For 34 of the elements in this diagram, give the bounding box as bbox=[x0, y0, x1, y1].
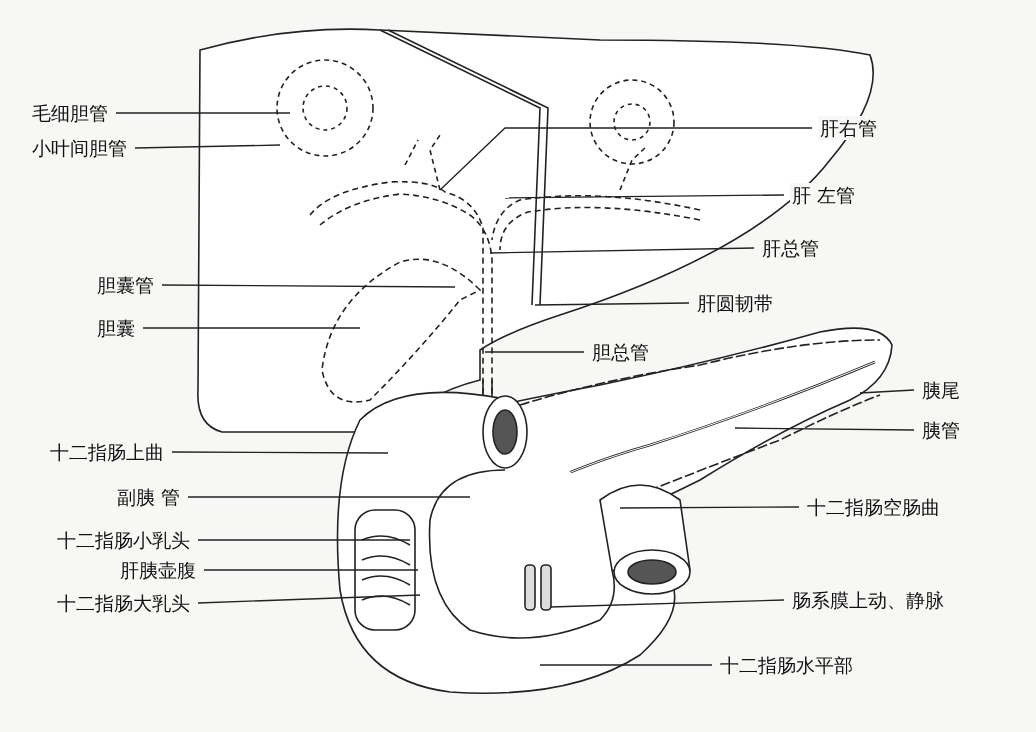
leader-line bbox=[142, 327, 361, 329]
part-label: 毛细胆管 bbox=[30, 101, 110, 125]
leader-line bbox=[134, 144, 281, 149]
leader-line bbox=[203, 569, 419, 571]
part-label: 十二指肠小乳头 bbox=[55, 528, 192, 552]
part-label: 肝胰壶腹 bbox=[118, 558, 198, 582]
part-label: 胆总管 bbox=[590, 340, 651, 364]
part-label: 肝总管 bbox=[760, 236, 821, 260]
leader-line bbox=[534, 302, 690, 306]
leader-line bbox=[439, 127, 813, 191]
leader-line bbox=[197, 594, 421, 604]
leader-line bbox=[489, 247, 755, 254]
part-label: 十二指肠水平部 bbox=[718, 653, 855, 677]
leader-line bbox=[734, 427, 915, 431]
leader-line bbox=[859, 389, 915, 394]
leader-line bbox=[187, 496, 471, 498]
leader-line bbox=[171, 451, 389, 454]
leader-line bbox=[619, 506, 800, 509]
part-label: 胆囊 bbox=[95, 316, 137, 340]
leader-line bbox=[549, 599, 785, 608]
leader-line bbox=[197, 539, 411, 541]
leader-line bbox=[115, 112, 291, 114]
part-label: 胰管 bbox=[920, 418, 962, 442]
leader-line bbox=[161, 284, 456, 288]
leader-line bbox=[484, 351, 585, 353]
leader-line bbox=[504, 194, 785, 199]
part-label: 肝右管 bbox=[818, 116, 879, 140]
part-label: 十二指肠大乳头 bbox=[55, 591, 192, 615]
leader-line bbox=[539, 664, 713, 666]
part-label: 胆囊管 bbox=[95, 273, 156, 297]
part-label: 肠系膜上动、静脉 bbox=[790, 588, 946, 612]
part-label: 小叶间胆管 bbox=[30, 136, 129, 160]
part-label: 胰尾 bbox=[920, 378, 962, 402]
part-label: 肝圆韧带 bbox=[695, 291, 775, 315]
